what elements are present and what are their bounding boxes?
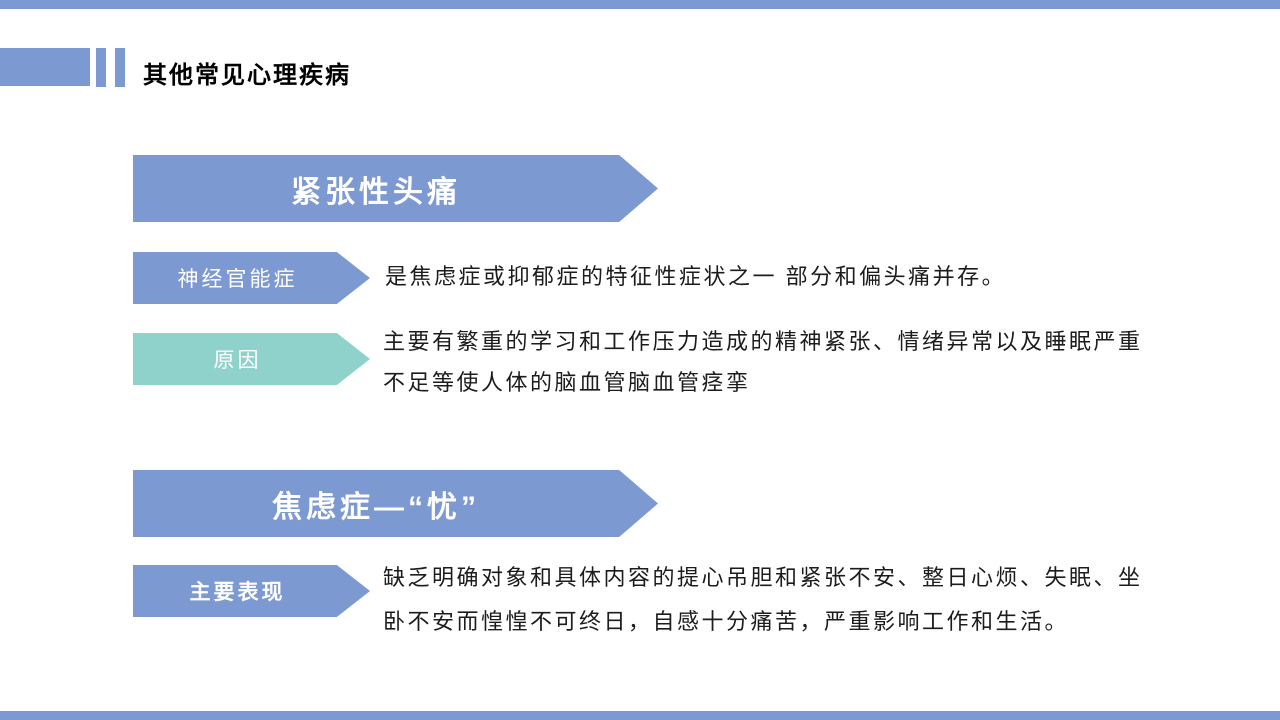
header-accent-bar-1 [96,48,106,87]
header-accent-block [0,48,90,86]
page-title: 其他常见心理疾病 [143,62,351,89]
top-border-bar [0,0,1280,9]
bottom-border-bar [0,711,1280,720]
text-line: 是焦虑症或抑郁症的特征性症状之一 部分和偏头痛并存。 [385,264,1007,289]
text-block-neurosis: 是焦虑症或抑郁症的特征性症状之一 部分和偏头痛并存。 [385,263,1006,291]
text-line: 不足等使人体的脑血管脑血管痉挛 [383,370,751,395]
text-block-main-symptoms: 缺乏明确对象和具体内容的提心吊胆和紧张不安、整日心烦、失眠、坐 卧不安而惶惶不可… [383,556,1143,644]
section-banner-tension-headache: 紧张性头痛 [133,155,658,222]
label-arrow-neurosis: 神经官能症 [133,252,370,304]
text-line: 主要有繁重的学习和工作压力造成的精神紧张、情绪异常以及睡眠严重 [383,329,1143,354]
text-line: 卧不安而惶惶不可终日，自感十分痛苦，严重影响工作和生活。 [383,609,1070,634]
header-accent-bar-2 [115,48,125,87]
section-banner-anxiety: 焦虑症—“忧” [133,470,658,537]
text-line: 缺乏明确对象和具体内容的提心吊胆和紧张不安、整日心烦、失眠、坐 [383,565,1143,590]
label-arrow-main-symptoms: 主要表现 [133,565,370,617]
text-block-cause: 主要有繁重的学习和工作压力造成的精神紧张、情绪异常以及睡眠严重 不足等使人体的脑… [383,321,1143,403]
label-arrow-cause: 原因 [133,333,370,385]
